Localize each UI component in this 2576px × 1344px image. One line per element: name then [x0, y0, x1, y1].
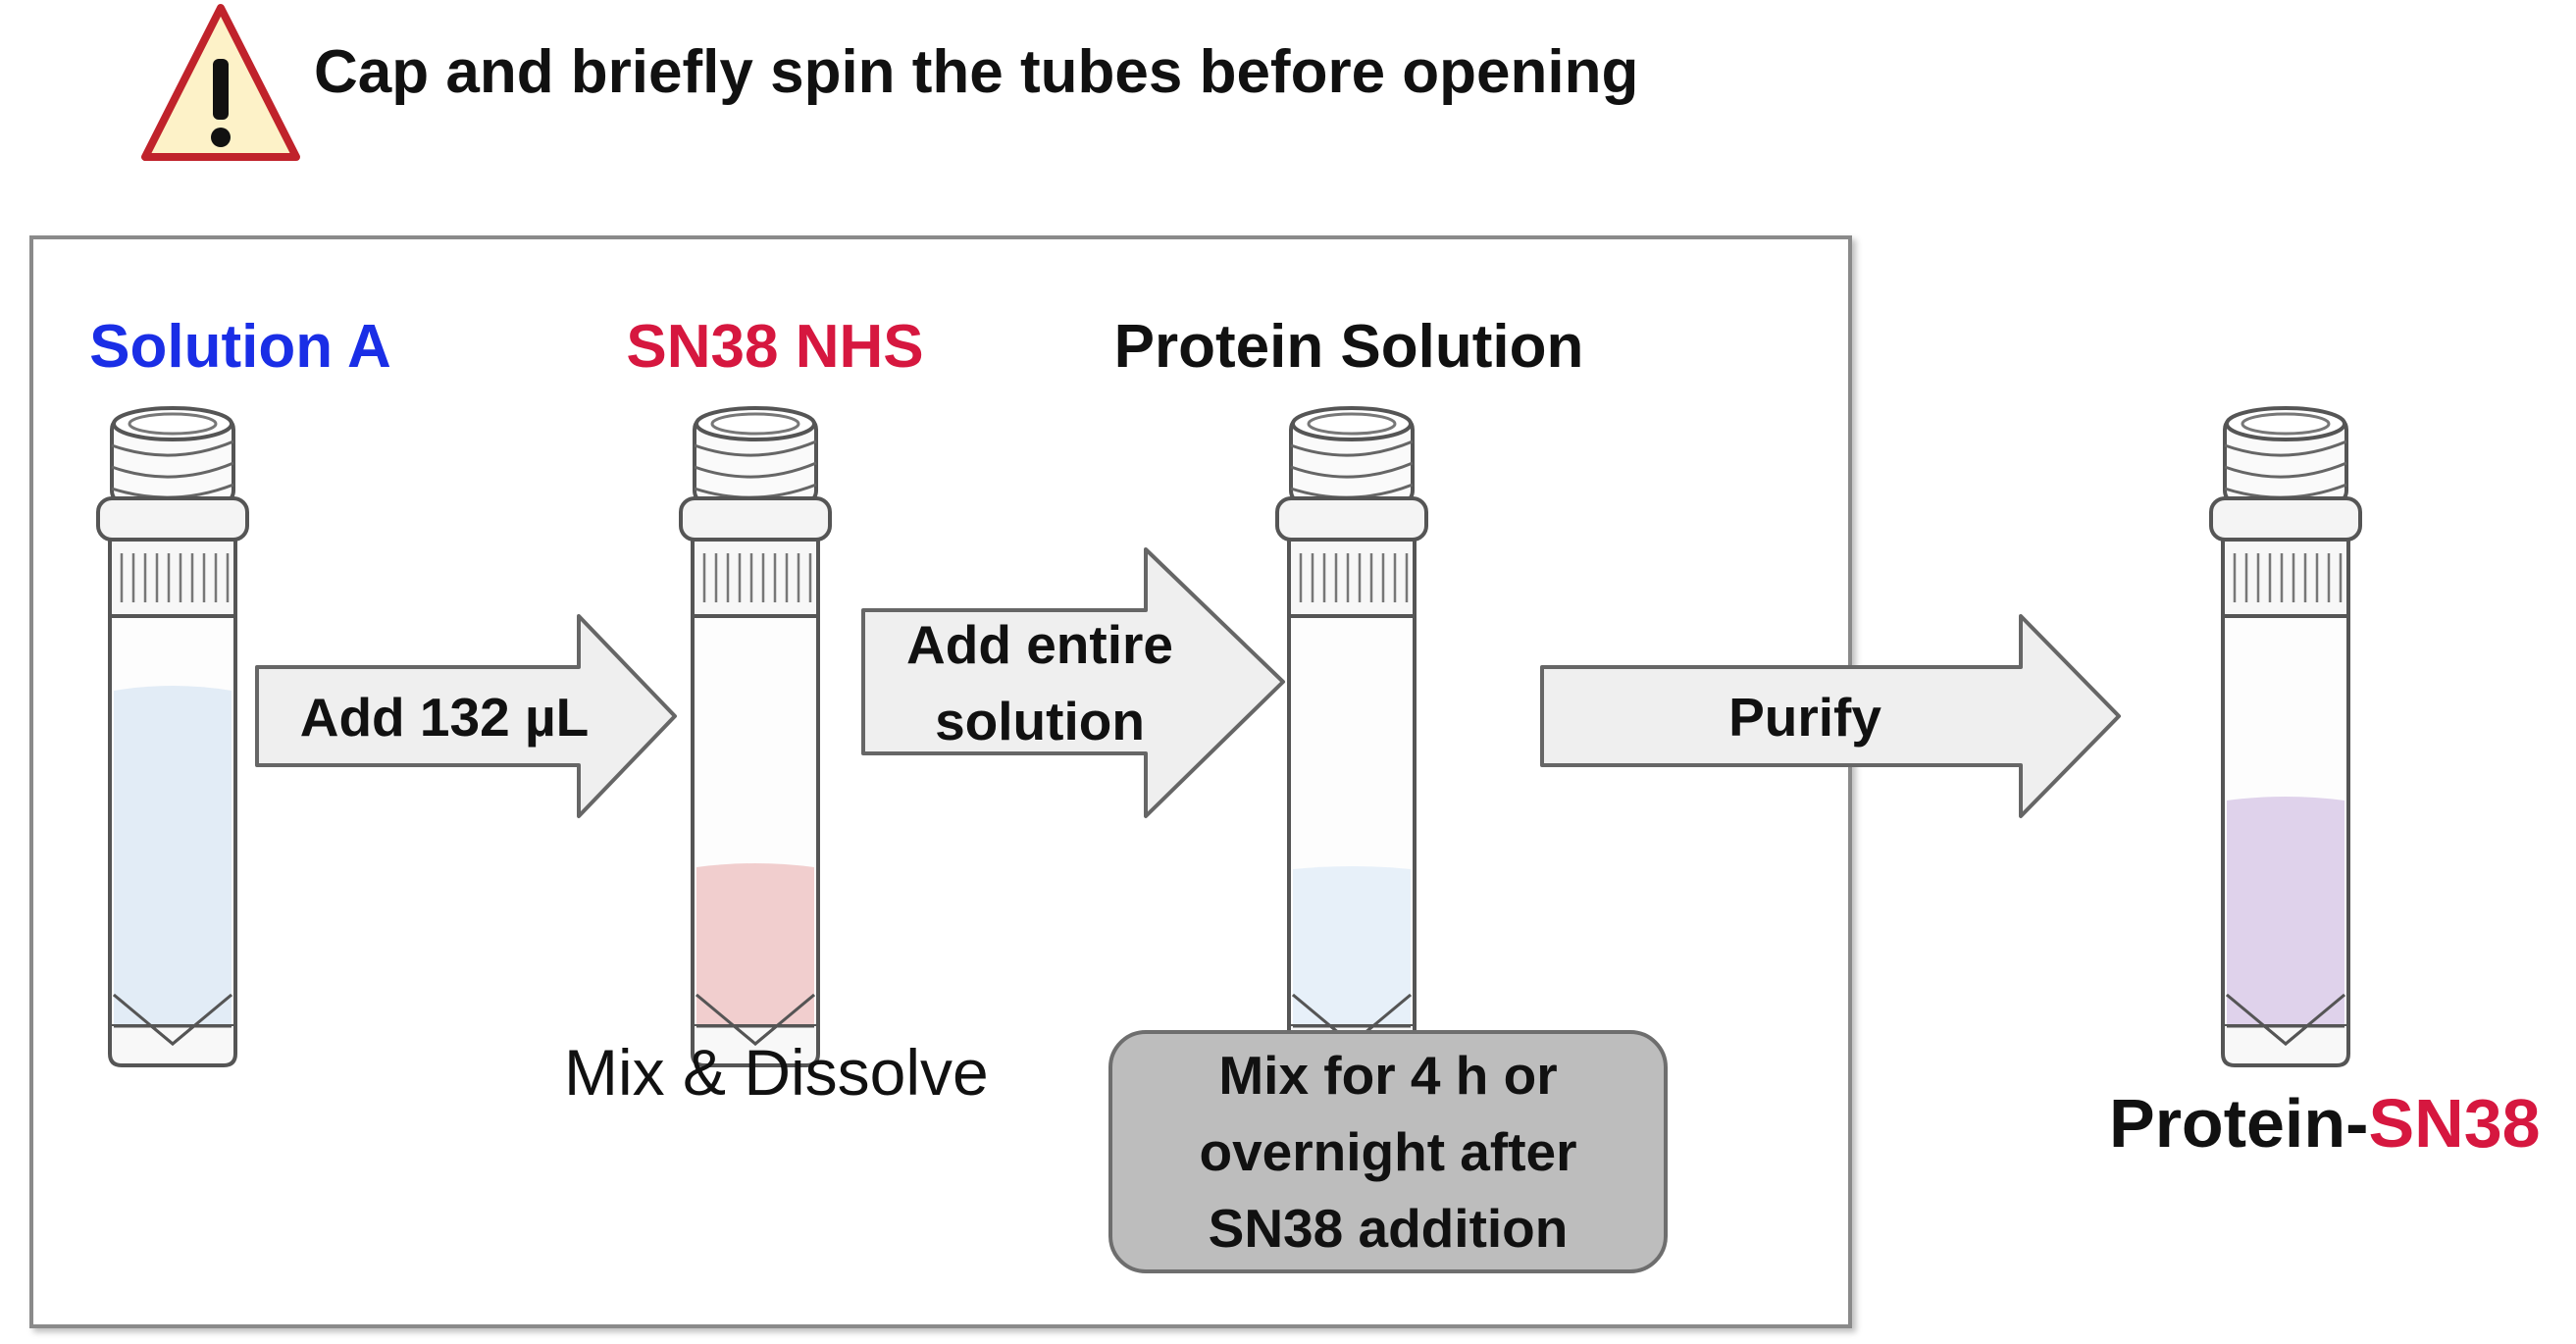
product-label-protein: Protein- [2109, 1085, 2369, 1162]
warning-triangle-icon [141, 4, 300, 161]
arrow-label-purify: Purify [1728, 687, 1881, 748]
product-label-sn38: SN38 [2368, 1085, 2541, 1162]
arrow-label-add-entire-1: Add entire [906, 614, 1173, 675]
arrow-add-entire [861, 547, 1285, 818]
arrow-label-add-132: Add 132 µL [299, 687, 590, 748]
note-line-1: Mix for 4 h or [1218, 1045, 1558, 1106]
product-label: Protein-SN38 [2109, 1084, 2541, 1163]
incubation-note-box: Mix for 4 h or overnight after SN38 addi… [1108, 1030, 1668, 1273]
tube-label-protein-solution: Protein Solution [1113, 313, 1584, 381]
note-line-2: overnight after [1199, 1121, 1577, 1182]
tube-label-sn38-nhs: SN38 NHS [626, 313, 924, 381]
mix-dissolve-label: Mix & Dissolve [564, 1036, 989, 1109]
arrow-purify [1540, 614, 2121, 818]
warning-text: Cap and briefly spin the tubes before op… [314, 38, 1639, 106]
arrow-label-add-entire-2: solution [935, 691, 1145, 751]
tube-label-solution-a: Solution A [89, 313, 391, 381]
note-line-3: SN38 addition [1208, 1198, 1569, 1259]
arrow-add-132 [255, 614, 677, 818]
